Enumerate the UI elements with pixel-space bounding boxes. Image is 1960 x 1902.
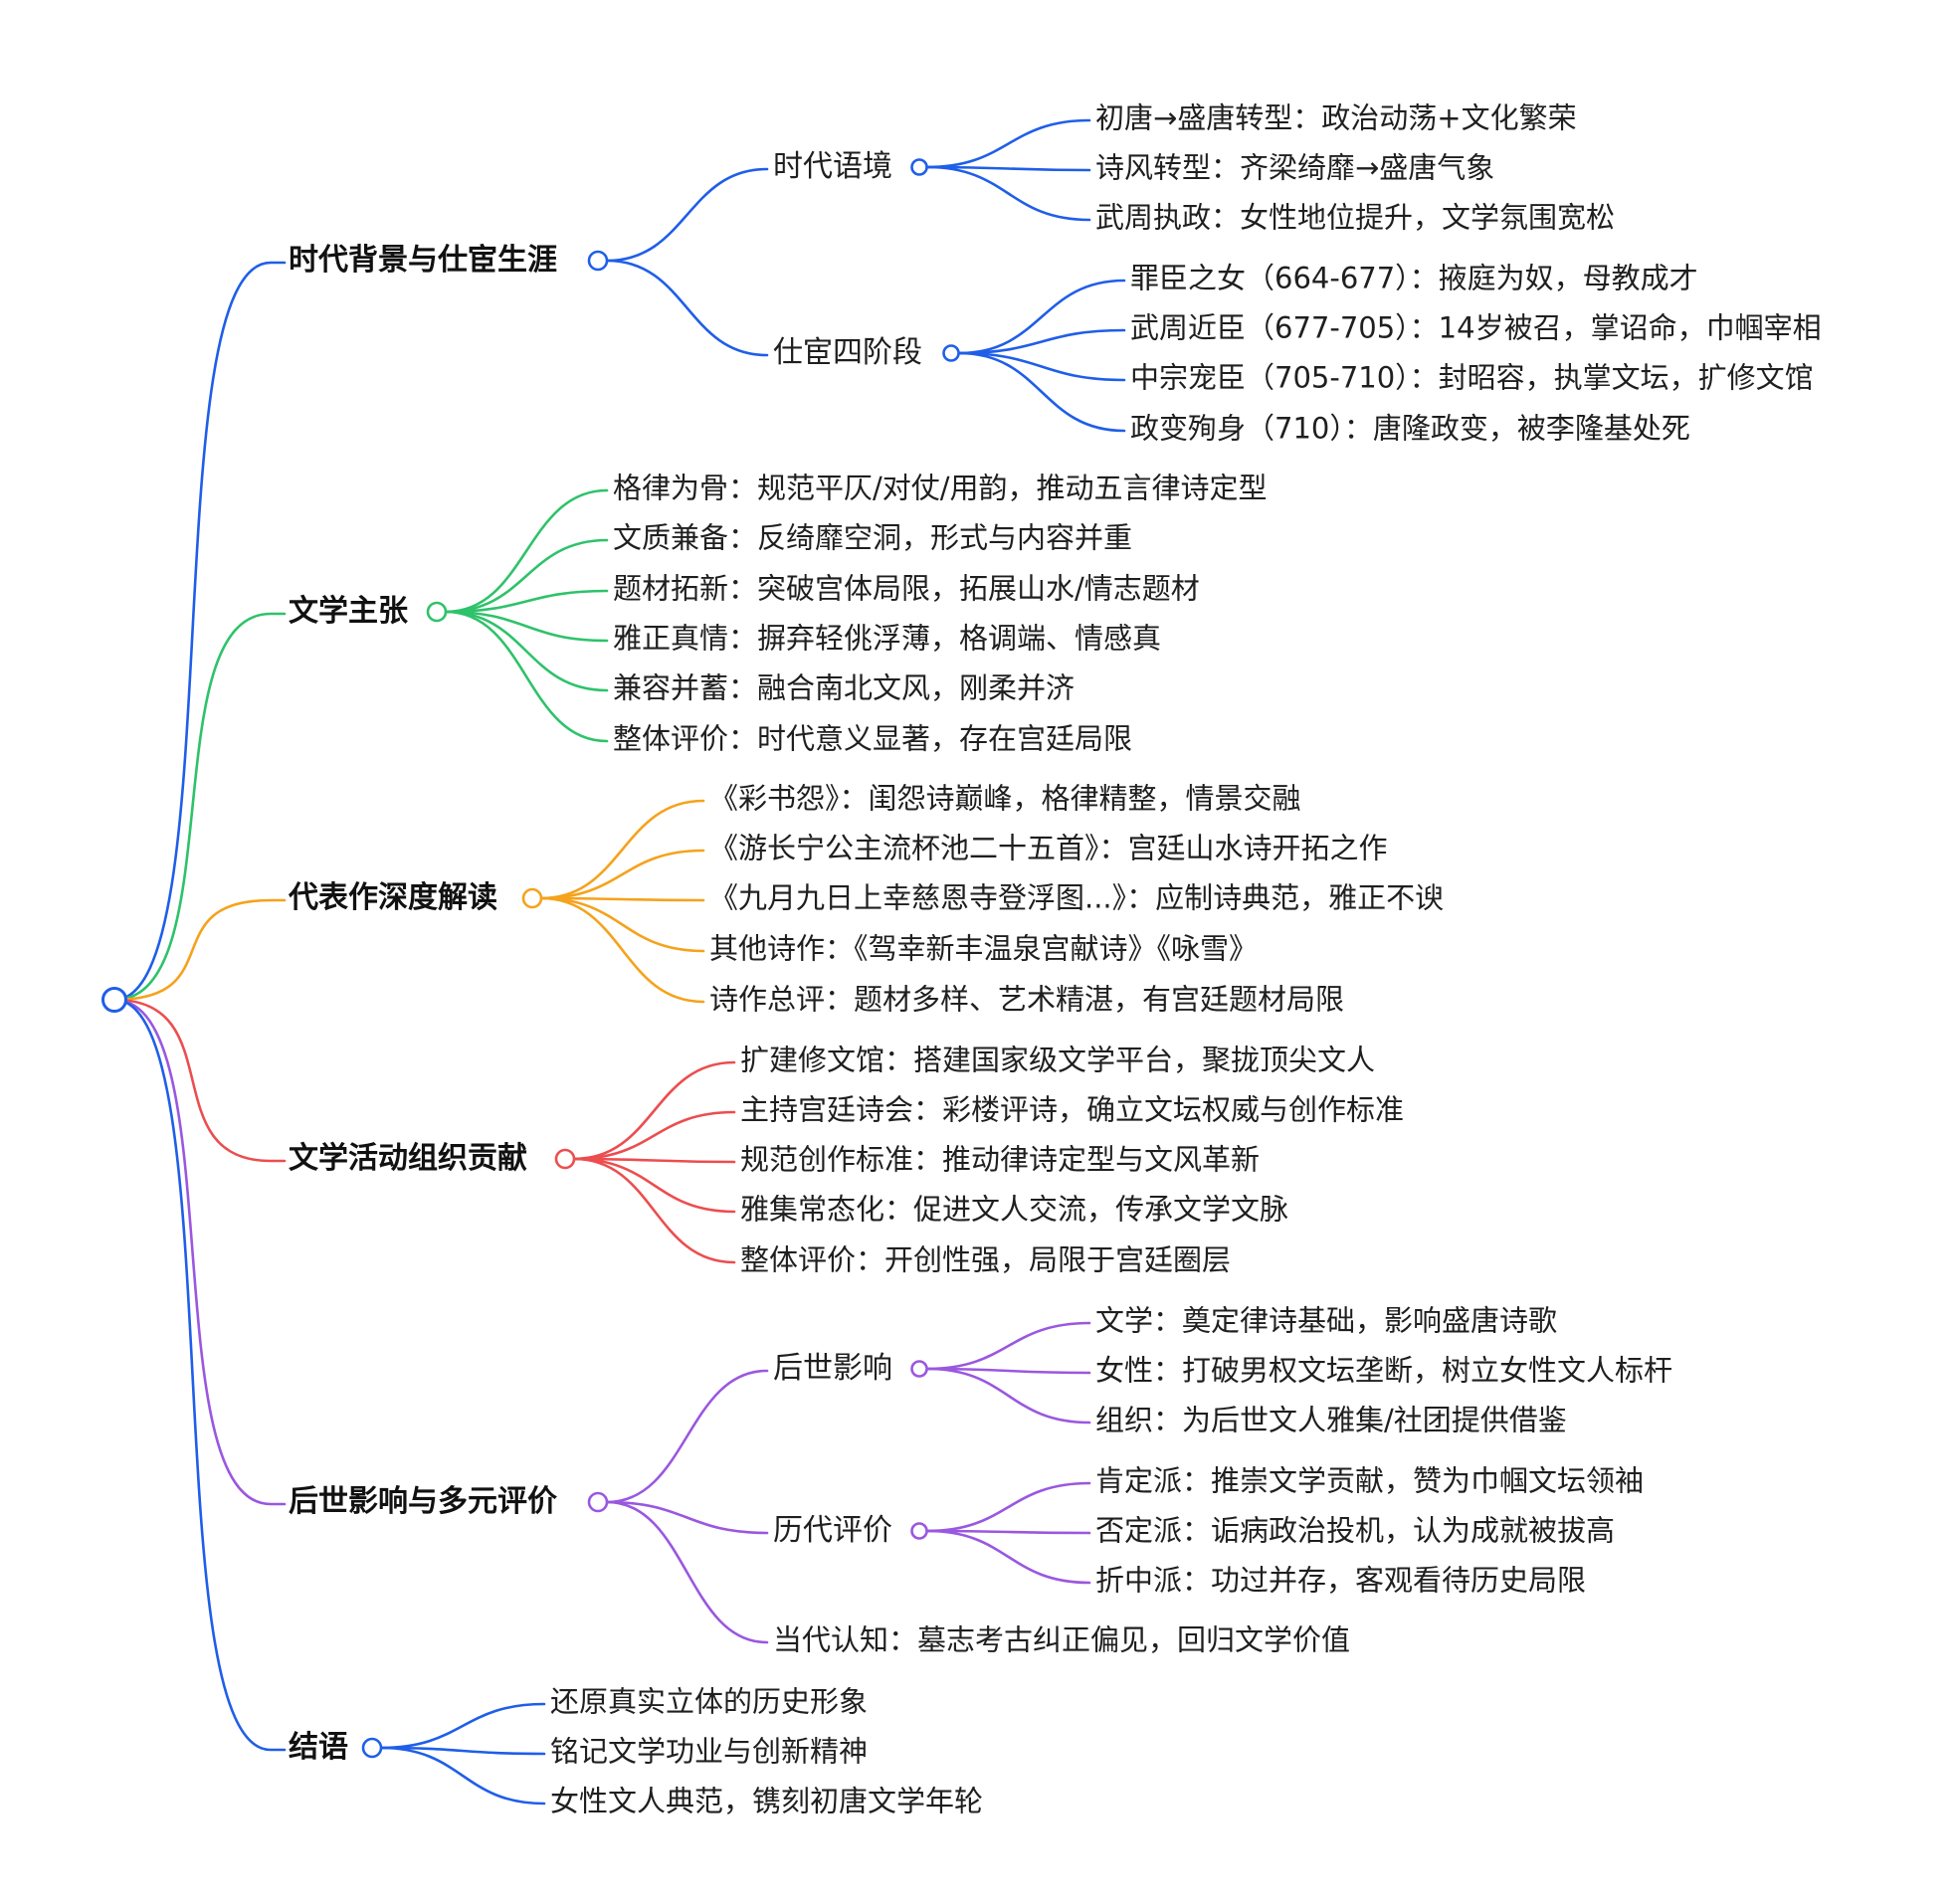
branch-title-2: 代表作深度解读 (289, 880, 497, 915)
sub-connector-0-0-1 (925, 165, 1091, 172)
branch-connector-4-1 (605, 1500, 769, 1535)
branch-connector-3-2 (572, 1157, 736, 1164)
leaf-item-4-1-1: 否定派：诟病政治投机，认为成就被拔高 (1095, 1513, 1616, 1548)
leaf-item-1-3: 雅正真情：摒弃轻佻浮薄，格调端、情感真 (613, 621, 1162, 656)
branch-connector-2-0 (539, 799, 705, 900)
collapse-toggle-0-0[interactable] (910, 158, 928, 176)
leaf-item-5-0: 还原真实立体的历史形象 (550, 1684, 869, 1719)
root-connector-0 (112, 261, 287, 1002)
branch-title-5: 结语 (289, 1730, 348, 1765)
sub-topic-0-0: 时代语境 (773, 149, 892, 184)
leaf-item-0-1-3: 政变殉身（710）：唐隆政变，被李隆基处死 (1130, 411, 1690, 446)
leaf-item-1-2: 题材拓新：突破宫体局限，拓展山水/情志题材 (613, 571, 1200, 606)
branch-connector-1-5 (444, 610, 609, 743)
leaf-item-5-1: 铭记文学功业与创新精神 (550, 1734, 869, 1769)
sub-topic-4-1: 历代评价 (773, 1513, 892, 1548)
branch-connector-3-1 (572, 1110, 736, 1161)
root-connector-2 (112, 898, 287, 1002)
branch-connector-5-0 (379, 1702, 546, 1750)
root-node[interactable] (101, 987, 127, 1013)
leaf-item-4-1-0: 肯定派：推崇文学贡献，赞为巾帼文坛领袖 (1095, 1463, 1645, 1498)
root-connector-3 (112, 998, 287, 1163)
leaf-item-4-0-1: 女性：打破男权文坛垄断，树立女性文人标杆 (1095, 1353, 1673, 1388)
root-connector-1 (112, 612, 287, 1002)
branch-title-4: 后世影响与多元评价 (289, 1484, 557, 1519)
sub-connector-4-0-1 (925, 1367, 1091, 1375)
leaf-item-2-4: 诗作总评：题材多样、艺术精湛，有宫廷题材局限 (709, 982, 1345, 1017)
leaf-item-0-1-0: 罪臣之女（664-677）：掖庭为奴，母教成才 (1130, 261, 1698, 295)
branch-connector-0-0 (605, 167, 769, 263)
branch-connector-4-0 (605, 1369, 769, 1504)
collapse-toggle-5[interactable] (361, 1737, 383, 1759)
collapse-toggle-0-1[interactable] (942, 344, 960, 362)
branch-connector-0-1 (605, 259, 769, 357)
sub-connector-4-0-2 (925, 1367, 1091, 1425)
leaf-item-1-5: 整体评价：时代意义显著，存在宫廷局限 (613, 721, 1133, 756)
collapse-toggle-2[interactable] (521, 887, 543, 909)
leaf-item-0-1-2: 中宗宠臣（705-710）：封昭容，执掌文坛，扩修文馆 (1130, 360, 1814, 395)
root-connector-5 (112, 998, 287, 1752)
branch-connector-1-3 (444, 610, 609, 643)
leaf-item-3-0: 扩建修文馆：搭建国家级文学平台，聚拢顶尖文人 (740, 1043, 1376, 1077)
collapse-toggle-3[interactable] (554, 1148, 576, 1170)
root-connector-4 (112, 998, 287, 1506)
branch-connector-1-4 (444, 610, 609, 692)
leaf-item-3-3: 雅集常态化：促进文人交流，传承文学文脉 (740, 1192, 1289, 1227)
leaf-item-0-0-1: 诗风转型：齐梁绮靡→盛唐气象 (1095, 150, 1495, 185)
branch-title-0: 时代背景与仕宦生涯 (289, 243, 557, 278)
leaf-item-4-0-2: 组织：为后世文人雅集/社团提供借鉴 (1095, 1403, 1567, 1437)
leaf-item-5-2: 女性文人典范，镌刻初唐文学年轮 (550, 1784, 984, 1818)
sub-connector-0-0-0 (925, 118, 1091, 169)
branch-connector-2-1 (539, 849, 705, 900)
sub-connector-0-1-1 (957, 328, 1126, 355)
leaf-item-2-0: 《彩书怨》：闺怨诗巅峰，格律精整，情景交融 (709, 781, 1301, 816)
leaf-item-4-2: 当代认知：墓志考古纠正偏见，回归文学价值 (773, 1622, 1351, 1657)
leaf-item-2-3: 其他诗作：《驾幸新丰温泉宫献诗》《咏雪》 (709, 931, 1259, 966)
branch-connector-2-4 (539, 896, 705, 1004)
leaf-item-1-1: 文质兼备：反绮靡空洞，形式与内容并重 (613, 520, 1133, 555)
collapse-toggle-4-1[interactable] (910, 1522, 928, 1540)
branch-connector-1-0 (444, 488, 609, 614)
branch-connector-3-4 (572, 1157, 736, 1264)
branch-connector-3-3 (572, 1157, 736, 1214)
leaf-item-3-1: 主持宫廷诗会：彩楼评诗，确立文坛权威与创作标准 (740, 1092, 1405, 1127)
leaf-item-0-1-1: 武周近臣（677-705）：14岁被召，掌诏命，巾帼宰相 (1130, 310, 1822, 345)
sub-connector-0-1-2 (957, 351, 1126, 382)
leaf-item-1-4: 兼容并蓄：融合南北文风，刚柔并济 (613, 670, 1076, 705)
branch-connector-2-2 (539, 896, 705, 902)
branch-connector-5-1 (379, 1746, 546, 1756)
sub-connector-4-0-0 (925, 1321, 1091, 1371)
collapse-toggle-4[interactable] (587, 1491, 609, 1513)
branch-connector-4-2 (605, 1500, 769, 1644)
collapse-toggle-1[interactable] (426, 601, 448, 623)
leaf-item-3-4: 整体评价：开创性强，局限于宫廷圈层 (740, 1242, 1232, 1277)
branch-title-3: 文学活动组织贡献 (289, 1141, 527, 1176)
branch-connector-5-2 (379, 1746, 546, 1806)
sub-connector-0-1-0 (957, 279, 1126, 355)
leaf-item-0-0-0: 初唐→盛唐转型：政治动荡+文化繁荣 (1095, 100, 1577, 135)
leaf-item-1-0: 格律为骨：规范平仄/对仗/用韵，推动五言律诗定型 (613, 471, 1268, 505)
sub-connector-4-1-1 (925, 1529, 1091, 1535)
sub-connector-0-1-3 (957, 351, 1126, 433)
branch-connector-1-2 (444, 589, 609, 614)
branch-connector-2-3 (539, 896, 705, 953)
sub-connector-0-0-2 (925, 165, 1091, 222)
sub-topic-4-0: 后世影响 (773, 1351, 892, 1386)
sub-connector-4-1-0 (925, 1481, 1091, 1533)
leaf-item-2-2: 《九月九日上幸慈恩寺登浮图...》：应制诗典范，雅正不谀 (709, 880, 1445, 915)
leaf-item-2-1: 《游长宁公主流杯池二十五首》：宫廷山水诗开拓之作 (709, 831, 1388, 865)
branch-connector-3-0 (572, 1060, 736, 1161)
leaf-item-0-0-2: 武周执政：女性地位提升，文学氛围宽松 (1095, 200, 1616, 235)
sub-topic-0-1: 仕宦四阶段 (773, 335, 922, 370)
collapse-toggle-0[interactable] (587, 250, 609, 272)
branch-title-1: 文学主张 (289, 594, 408, 629)
branch-connector-1-1 (444, 538, 609, 614)
collapse-toggle-4-0[interactable] (910, 1360, 928, 1378)
sub-connector-4-1-2 (925, 1529, 1091, 1585)
leaf-item-4-0-0: 文学：奠定律诗基础，影响盛唐诗歌 (1095, 1303, 1558, 1338)
leaf-item-4-1-2: 折中派：功过并存，客观看待历史局限 (1095, 1563, 1587, 1598)
leaf-item-3-2: 规范创作标准：推动律诗定型与文风革新 (740, 1142, 1261, 1177)
